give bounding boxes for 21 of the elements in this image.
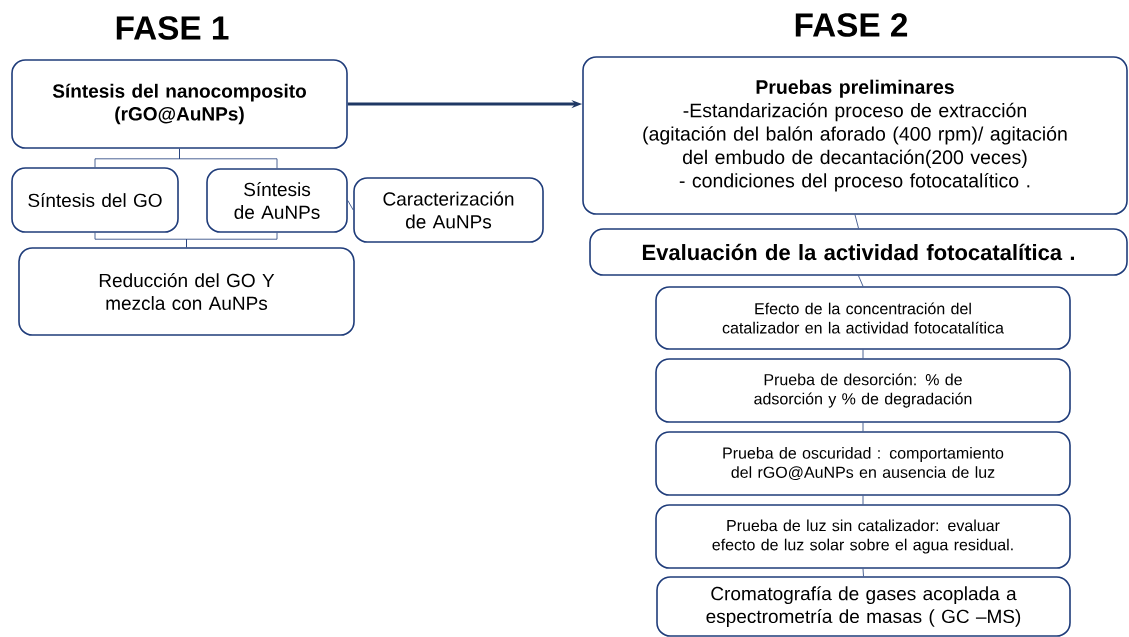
process-box: Pruebas preliminares -Estandarización proceso de extracción (agitación del balón aforado (400 rpm)/ agitación del embudo de decantación(200 veces) - condiciones del proceso fotocatalítico . (582, 56, 1128, 215)
connector-line (862, 349, 864, 359)
process-box: Caracterización de AuNPs (353, 177, 544, 243)
process-box: Cromatografía de gases acoplada a espectrometría de masas ( GC –MS) (656, 576, 1071, 637)
connector-line (858, 275, 864, 287)
process-box: Prueba de oscuridad : comportamiento del rGO@AuNPs en ausencia de luz (655, 431, 1071, 496)
connector-line (862, 568, 864, 577)
process-box: Síntesis de AuNPs (206, 168, 348, 233)
connector-line (186, 232, 278, 248)
process-box: Prueba de desorción: % de adsorción y % de degradación (655, 358, 1071, 423)
connector-line (854, 214, 859, 229)
process-box: Síntesis del nanocomposito (rGO@AuNPs) (11, 59, 348, 149)
process-box: Síntesis del GO (11, 167, 179, 233)
connector-line (347, 200, 354, 211)
connector-line (862, 422, 864, 432)
process-box: Evaluación de la actividad fotocatalítica . (589, 228, 1128, 276)
process-box: Reducción del GO Y mezcla con AuNPs (18, 247, 355, 336)
connector-line (179, 148, 278, 169)
process-box: Efecto de la concentración del catalizador en la actividad fotocatalítica (655, 286, 1071, 350)
connector-line (862, 495, 864, 505)
process-box: Prueba de luz sin catalizador: evaluar efecto de luz solar sobre el agua residual. (655, 504, 1071, 569)
